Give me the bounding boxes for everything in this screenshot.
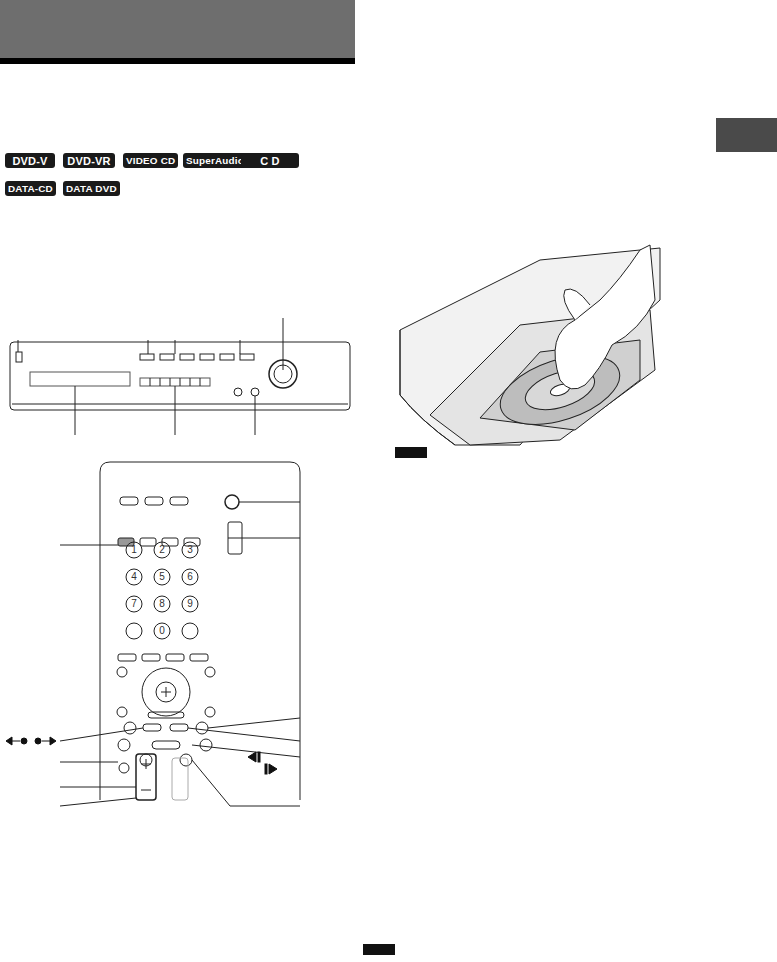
button-number: 1: [131, 545, 137, 555]
badge-text: C D: [260, 155, 280, 167]
badge-text: DATA-CD: [8, 183, 53, 194]
skip-symbols: [6, 737, 277, 774]
button-number: 5: [159, 572, 165, 582]
note-icon: [363, 944, 395, 955]
disc-type-badge: DVD-VR: [63, 153, 115, 168]
disc-type-badge: DVD-V: [5, 153, 55, 168]
badge-text: DATA DVD: [66, 183, 117, 194]
note-icon: [395, 447, 427, 458]
disc-type-badge: DATA DVD: [63, 181, 120, 196]
disc-loading-illustration: [400, 245, 660, 445]
button-number: 4: [131, 572, 137, 582]
button-number: 6: [187, 572, 193, 582]
badge-text: DVD-VR: [67, 155, 110, 167]
badge-text: VIDEO CD: [126, 155, 175, 166]
remote-control: [60, 462, 300, 806]
button-number: 2: [159, 545, 165, 555]
badge-text: DVD-V: [12, 155, 47, 167]
disc-type-badge: DATA-CD: [5, 181, 56, 196]
disc-type-badge: C D: [241, 153, 299, 168]
button-number: 7: [131, 599, 137, 609]
button-number: 9: [187, 599, 193, 609]
header-bar: [0, 0, 355, 58]
front-panel: [10, 318, 350, 435]
button-number: 3: [187, 545, 193, 555]
disc-type-badge: VIDEO CD: [123, 153, 178, 168]
section-tab: [716, 118, 777, 152]
button-number: 0: [159, 626, 165, 636]
button-number: 8: [159, 599, 165, 609]
header-rule: [0, 58, 355, 64]
